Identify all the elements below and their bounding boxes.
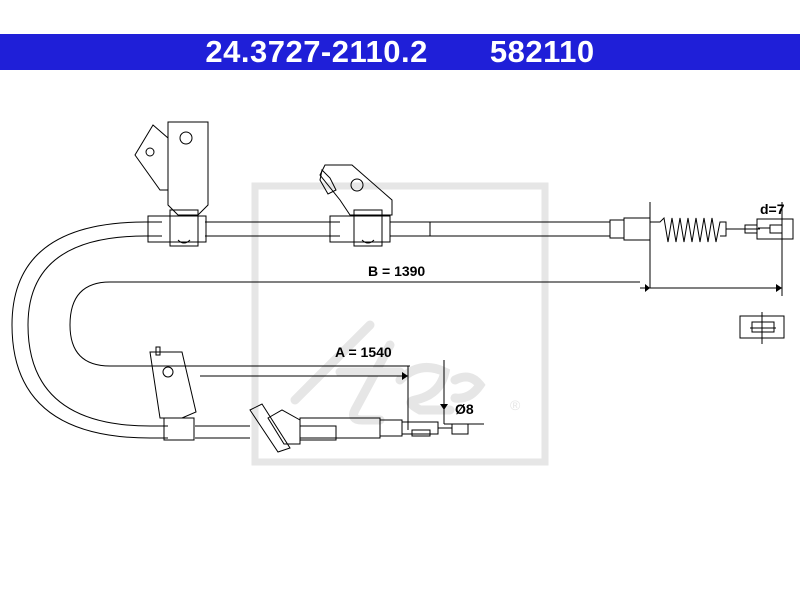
dimension-lines xyxy=(200,202,783,430)
bracket-top-left xyxy=(134,121,209,247)
arrow-heads xyxy=(402,284,782,410)
cross-section-symbol xyxy=(739,312,785,344)
watermark-registered: ® xyxy=(510,397,521,413)
dimension-diameter-label: Ø8 xyxy=(455,401,474,417)
dimension-b-label: B = 1390 xyxy=(368,263,425,279)
part-number: 24.3727-2110.2 xyxy=(205,34,428,69)
bracket-top-middle xyxy=(319,164,393,247)
watermark-frame xyxy=(251,182,549,466)
title-bar: 24.3727-2110.2 582110 xyxy=(0,34,800,70)
watermark-logo xyxy=(290,320,486,425)
cable-end-bottom xyxy=(249,403,469,453)
inner-guide-curve xyxy=(69,281,640,367)
dimension-d-label: d=7 xyxy=(760,201,785,217)
cable-end-right xyxy=(429,216,794,243)
bracket-bottom-left xyxy=(149,346,197,441)
cable-sheath xyxy=(11,221,168,439)
cable-line-art xyxy=(11,121,794,453)
dimension-a-label: A = 1540 xyxy=(335,344,392,360)
reference-number: 582110 xyxy=(489,34,595,69)
ate-watermark: ® xyxy=(251,182,549,466)
